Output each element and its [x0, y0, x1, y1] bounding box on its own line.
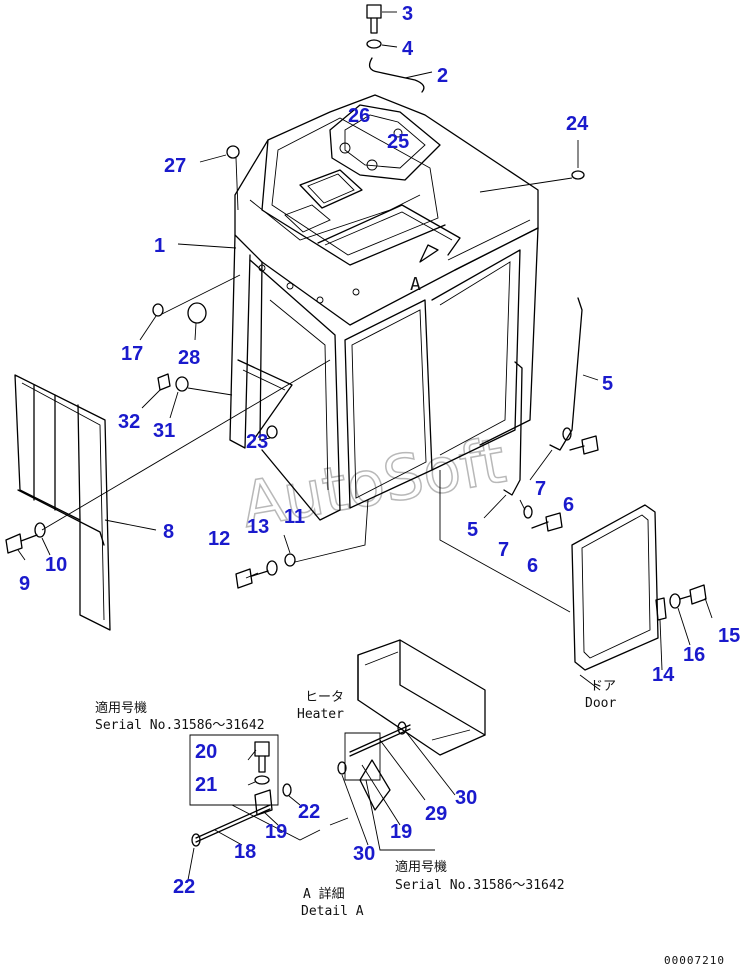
callout-9: 9 [19, 573, 30, 595]
detail-a-parts [189, 734, 349, 847]
heater-label-jp: ヒータ [305, 690, 344, 705]
callout-32: 32 [118, 411, 140, 433]
callout-13: 13 [247, 516, 269, 538]
applicable-serial-label-1-jp: 適用号機 [95, 700, 147, 716]
callout-18: 18 [234, 841, 256, 863]
callout-7-upper: 7 [535, 478, 546, 500]
leader-lines [17, 11, 713, 881]
view-marker-a: A [410, 274, 421, 295]
callout-19-right: 19 [390, 821, 412, 843]
drawing-code: 00007210 [664, 954, 725, 967]
door-label-jp: ドア [590, 679, 616, 694]
callout-5-lower: 5 [467, 519, 478, 541]
callout-10: 10 [45, 554, 67, 576]
callout-3: 3 [402, 3, 413, 25]
callout-6-upper: 6 [563, 494, 574, 516]
applicable-serial-label-2: Serial No.31586～31642 [395, 878, 565, 893]
callout-22-upper: 22 [298, 801, 320, 823]
callout-14: 14 [652, 664, 675, 686]
detail-label-en: Detail A [301, 904, 364, 919]
callout-25: 25 [387, 131, 409, 153]
callout-20: 20 [195, 741, 217, 763]
door-panel [571, 504, 659, 671]
callouts: 3 4 2 24 26 25 27 1 5 17 28 32 31 23 7 6… [19, 3, 740, 898]
fasteners [5, 4, 707, 621]
callout-22-lower: 22 [173, 876, 195, 898]
callout-12: 12 [208, 528, 230, 550]
door-rods [503, 297, 583, 496]
callout-6-lower: 6 [527, 555, 538, 577]
heater-label-en: Heater [297, 707, 344, 722]
heater-box [357, 639, 486, 756]
door-label-en: Door [585, 696, 616, 711]
callout-21: 21 [195, 774, 217, 796]
callout-26: 26 [348, 105, 370, 127]
applicable-serial-label-1: Serial No.31586～31642 [95, 718, 265, 733]
callout-31: 31 [153, 420, 175, 442]
callout-19-left: 19 [265, 821, 287, 843]
callout-30-right: 30 [455, 787, 477, 809]
callout-27: 27 [164, 155, 186, 177]
callout-1: 1 [154, 235, 165, 257]
cab-frame [229, 94, 539, 521]
rear-guard-grille [14, 374, 111, 631]
callout-28: 28 [178, 347, 200, 369]
detail-label-jp: A 詳細 [303, 886, 345, 902]
callout-7-lower: 7 [498, 539, 509, 561]
callout-2: 2 [437, 65, 448, 87]
callout-23: 23 [246, 431, 268, 453]
callout-29: 29 [425, 803, 447, 825]
callout-11: 11 [284, 506, 305, 528]
callout-17: 17 [121, 343, 143, 365]
heater-bracket-parts [337, 721, 411, 811]
callout-4: 4 [402, 38, 414, 60]
callout-30-left: 30 [353, 843, 375, 865]
annotations: A ヒータ Heater ドア Door 適用号機 Serial No.3158… [95, 274, 725, 967]
applicable-serial-label-2-jp: 適用号機 [395, 859, 447, 875]
callout-16: 16 [683, 644, 705, 666]
callout-8: 8 [163, 521, 174, 543]
callout-24: 24 [566, 113, 589, 135]
callout-5-upper: 5 [602, 373, 613, 395]
callout-15: 15 [718, 625, 740, 647]
